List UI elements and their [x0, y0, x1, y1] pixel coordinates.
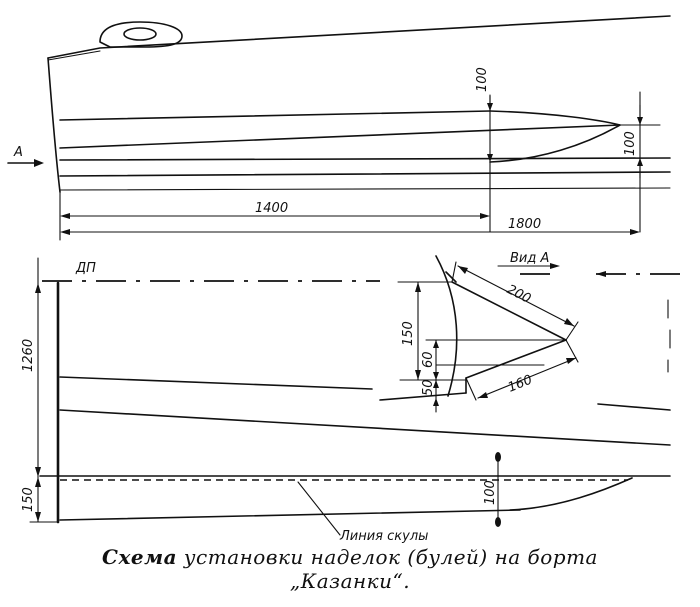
dim-150-left: 150 — [21, 487, 36, 512]
hull-section-curve — [435, 255, 458, 397]
sheer-line — [47, 15, 671, 59]
dim-60: 60 — [421, 351, 436, 368]
top-view: 100 100 А 1400 1800 — [7, 15, 671, 241]
bottom-view: ДП 1260 150 Линия скулы 100 — [21, 257, 690, 544]
dim-160: 160 — [506, 373, 535, 396]
stem-line — [47, 57, 61, 193]
dim-100-top: 100 — [475, 67, 490, 92]
view-a-letter: А — [13, 145, 23, 160]
figure-caption: Схема установки наделок (булей) на борта… — [0, 545, 700, 593]
caption-rest: установки наделок (булей) на борта — [177, 545, 598, 569]
view-a-title: Вид А — [510, 251, 549, 266]
view-a-arrow-icon — [7, 159, 44, 167]
dim-100-right: 100 — [623, 131, 638, 156]
bulge-outline — [489, 110, 621, 163]
dim-50: 50 — [421, 379, 436, 396]
dim-1260: 1260 — [21, 339, 36, 372]
dim-1800: 1800 — [508, 217, 541, 232]
dim-150-detail: 150 — [401, 321, 416, 346]
dp-label: ДП — [75, 261, 96, 276]
cleat-icon — [99, 21, 183, 48]
dim-100-center: 100 — [483, 480, 498, 505]
dim-1400: 1400 — [255, 201, 288, 216]
chine-label: Линия скулы — [339, 529, 428, 544]
detail-view-a: Вид А 200 160 150 — [379, 251, 579, 413]
bulge-curve — [509, 477, 633, 511]
caption-line-1: Схема установки наделок (булей) на борта — [0, 545, 700, 569]
caption-line-2: „Казанки“. — [289, 569, 411, 593]
caption-lead: Схема — [102, 545, 178, 569]
